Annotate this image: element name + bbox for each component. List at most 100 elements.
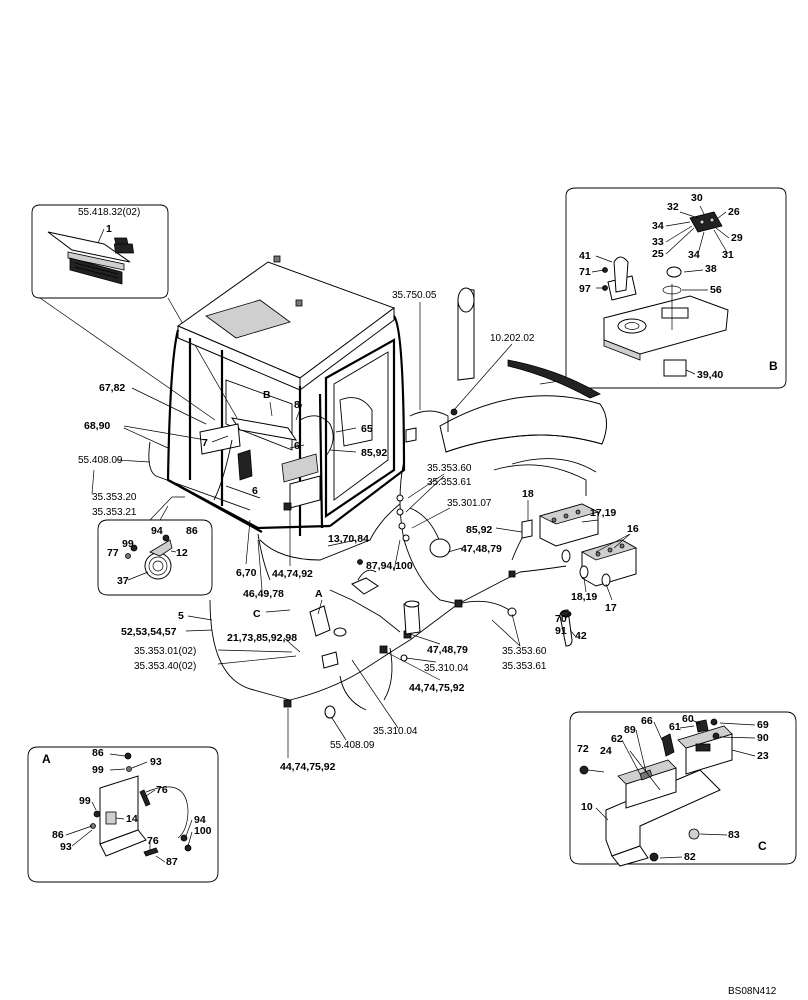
lbl-91: 91 <box>555 625 567 637</box>
a-76a-label: 76 <box>156 784 168 796</box>
lbl-35353-61-top: 35.353.61 <box>427 477 472 488</box>
lbl-35750-05: 35.750.05 <box>392 290 437 301</box>
drawing-code: BS08N412 <box>728 986 777 997</box>
b-34a-label: 34 <box>652 220 664 232</box>
b-32-label: 32 <box>667 201 679 213</box>
lbl-a-marker: A <box>315 588 323 600</box>
wiring-harness <box>209 427 573 719</box>
inset-c-switch-panel: 66 60 69 89 61 90 62 72 24 23 10 83 82 C <box>569 711 797 867</box>
lbl-47-48-79-bot: 47,48,79 <box>427 644 468 656</box>
inset-controller-board: 55.418.32(02) 1 <box>31 204 238 421</box>
b-41-label: 41 <box>579 250 591 262</box>
a-86a-label: 86 <box>92 747 104 759</box>
lbl-21-73: 21,73,85,92,98 <box>227 632 297 644</box>
rear-light-units <box>538 503 638 587</box>
lbl-35353-60-bot: 35.353.60 <box>502 646 547 657</box>
a-86b-label: 86 <box>52 829 64 841</box>
a-view-letter: A <box>42 752 51 766</box>
panel-drawing <box>579 718 733 867</box>
b-39-40-label: 39,40 <box>697 369 723 381</box>
a-14-label: 14 <box>126 813 138 825</box>
c-61-label: 61 <box>669 721 681 733</box>
lbl-17: 17 <box>605 602 617 614</box>
lbl-85-92-mid: 85,92 <box>466 524 492 536</box>
b-71-label: 71 <box>579 266 591 278</box>
lbl-67-82: 67,82 <box>99 382 125 394</box>
c-69-label: 69 <box>757 719 769 731</box>
leader-lines <box>91 302 631 758</box>
controller-board-drawing <box>47 231 135 285</box>
lbl-10202-02: 10.202.02 <box>490 333 535 344</box>
lbl-35353-60-top: 35.353.60 <box>427 463 472 474</box>
c-82-label: 82 <box>684 851 696 863</box>
lbl-35353-21: 35.353.21 <box>92 507 137 518</box>
b-25-label: 25 <box>652 248 664 260</box>
bracket-drawing <box>90 752 192 857</box>
a-93b-label: 93 <box>60 841 72 853</box>
horn-drawing <box>125 534 173 580</box>
lbl-35301-07: 35.301.07 <box>447 498 492 509</box>
inset-horn: 94 86 99 77 12 37 <box>97 496 213 596</box>
inset-a-bracket: 86 93 99 76 99 14 86 93 94 100 76 87 A <box>27 746 219 883</box>
lbl-52-53-54-57: 52,53,54,57 <box>121 626 177 638</box>
horn-99-label: 99 <box>122 538 134 550</box>
c-23-label: 23 <box>757 750 769 762</box>
lbl-87-94-100: 87,94,100 <box>366 560 413 572</box>
lbl-6-70: 6,70 <box>236 567 257 579</box>
lbl-35310-04-b: 35.310.04 <box>373 726 418 737</box>
lbl-5: 5 <box>178 610 184 622</box>
controller-code-label: 55.418.32(02) <box>78 207 140 218</box>
c-90-label: 90 <box>757 732 769 744</box>
lbl-35353-20: 35.353.20 <box>92 492 137 503</box>
b-33-label: 33 <box>652 236 664 248</box>
c-62-label: 62 <box>611 733 623 745</box>
c-10-label: 10 <box>581 801 593 813</box>
c-83-label: 83 <box>728 829 740 841</box>
lbl-18-19: 18,19 <box>571 591 597 603</box>
lbl-44-74-75-92-a: 44,74,75,92 <box>409 682 465 694</box>
b-view-letter: B <box>769 359 778 373</box>
c-89-label: 89 <box>624 724 636 736</box>
lbl-17-19: 17,19 <box>590 507 616 519</box>
lbl-8: 8 <box>294 399 300 411</box>
horn-86-label: 86 <box>186 525 198 537</box>
b-56-label: 56 <box>710 284 722 296</box>
c-66-label: 66 <box>641 715 653 727</box>
lbl-42: 42 <box>575 630 587 642</box>
lbl-6a: 6 <box>294 440 300 452</box>
b-30-label: 30 <box>691 192 703 204</box>
c-view-letter: C <box>758 839 767 853</box>
fender-hood <box>409 287 607 496</box>
lbl-55408-09-bot: 55.408.09 <box>330 740 375 751</box>
lbl-47-48-79-top: 47,48,79 <box>461 543 502 555</box>
inset-b-joystick: 32 30 26 34 33 25 29 34 31 41 71 97 38 5… <box>539 187 787 389</box>
lbl-18: 18 <box>522 488 534 500</box>
a-87-label: 87 <box>166 856 178 868</box>
c-60-label: 60 <box>682 713 694 725</box>
lbl-16: 16 <box>627 523 639 535</box>
b-31-label: 31 <box>722 249 734 261</box>
a-99a-label: 99 <box>92 764 104 776</box>
b-34b-label: 34 <box>688 249 700 261</box>
lbl-35353-40: 35.353.40(02) <box>134 661 196 672</box>
lbl-6b: 6 <box>252 485 258 497</box>
lbl-65: 65 <box>361 423 373 435</box>
b-26-label: 26 <box>728 206 740 218</box>
lbl-b-marker: B <box>263 389 271 401</box>
lbl-85-92-top: 85,92 <box>361 447 387 459</box>
b-29-label: 29 <box>731 232 743 244</box>
a-94-label: 94 <box>194 814 206 826</box>
lbl-68-90: 68,90 <box>84 420 110 432</box>
horn-77-label: 77 <box>107 547 119 559</box>
lbl-35310-04-a: 35.310.04 <box>424 663 469 674</box>
horn-94-label: 94 <box>151 525 163 537</box>
lbl-44-74-92: 44,74,92 <box>272 568 313 580</box>
lbl-44-74-75-92-b: 44,74,75,92 <box>280 761 336 773</box>
item-1-label: 1 <box>106 223 112 235</box>
a-100-label: 100 <box>194 825 212 837</box>
lbl-7: 7 <box>202 437 208 449</box>
lbl-35353-01: 35.353.01(02) <box>134 646 196 657</box>
lbl-46-49-78: 46,49,78 <box>243 588 284 600</box>
cab-frame <box>148 255 406 536</box>
